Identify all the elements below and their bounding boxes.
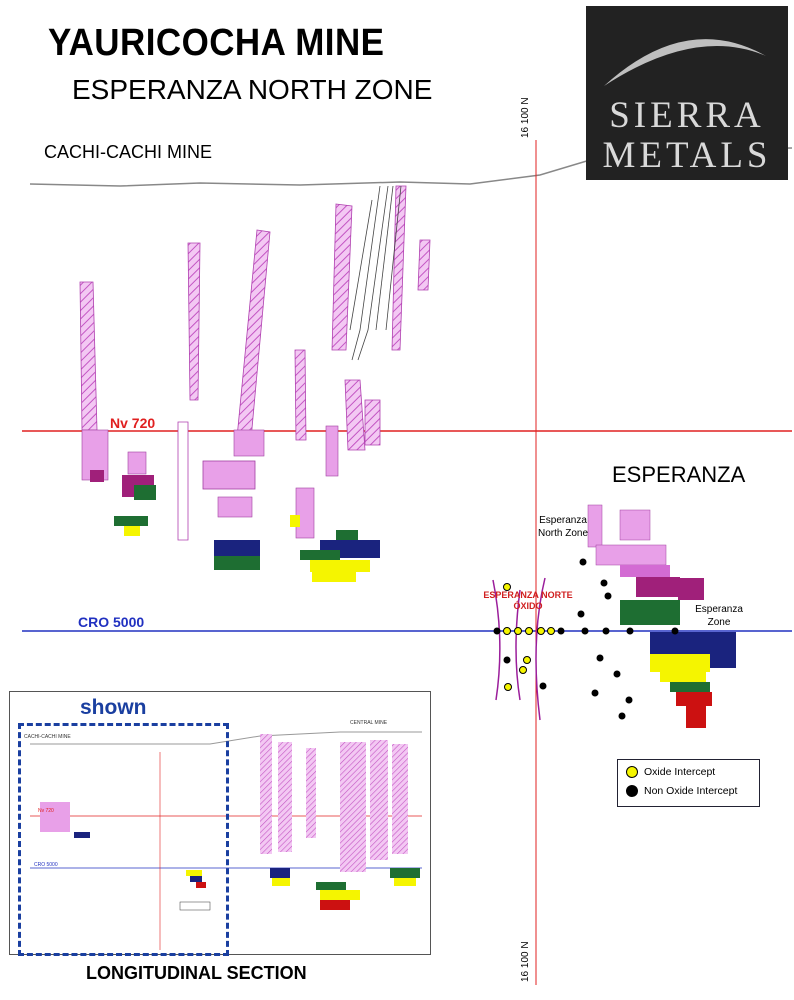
inset-cachi-label: CACHI-CACHI MINE xyxy=(24,734,71,740)
legend-item-non-oxide: Non Oxide Intercept xyxy=(626,785,737,797)
inset-drawing xyxy=(30,731,422,950)
orebody-blocks-esperanza xyxy=(587,504,736,728)
inset-central-label: CENTRAL MINE xyxy=(350,720,388,726)
mine-workings xyxy=(349,185,402,361)
longitudinal-inset: CACHI-CACHI MINE CENTRAL MINE Nv 720 CRO… xyxy=(9,691,431,955)
orebody-hatched xyxy=(331,203,353,351)
non-oxide-dot-icon xyxy=(626,785,638,797)
non-oxide-intercepts xyxy=(493,558,679,720)
orebody-hatched xyxy=(235,229,271,451)
orebody-hatched xyxy=(187,242,201,401)
nv720-label: Nv 720 xyxy=(110,415,156,431)
legend-oxide-label: Oxide Intercept xyxy=(644,766,716,778)
sierra-metals-logo: SIERRA METALS xyxy=(586,6,788,180)
longitudinal-section-label: LONGITUDINAL SECTION xyxy=(86,963,307,983)
logo-line1: SIERRA xyxy=(609,95,765,136)
legend-non-oxide-label: Non Oxide Intercept xyxy=(644,785,738,797)
orebody-hatched xyxy=(177,421,189,541)
esperanza-norte-oxido-label: ESPERANZA NORTE ÓXIDO xyxy=(483,590,573,611)
orebody-hatched-group xyxy=(79,185,431,541)
legend: Oxide Intercept Non Oxide Intercept xyxy=(617,759,760,807)
esperanza-north-zone-label: Esperanza North Zone xyxy=(537,515,589,539)
cachi-cachi-label: CACHI-CACHI MINE xyxy=(44,142,213,162)
orebody-hatched xyxy=(79,281,98,431)
northing-bottom-label: 16 100 N xyxy=(520,941,531,982)
inset-nv720-label: Nv 720 xyxy=(38,808,54,814)
page-title: YAURICOCHA MINE xyxy=(48,22,385,64)
page-subtitle: ESPERANZA NORTH ZONE xyxy=(72,74,433,105)
shown-area-box xyxy=(18,723,229,956)
legend-item-oxide: Oxide Intercept xyxy=(626,766,715,778)
orebody-blocks-left xyxy=(81,425,380,582)
esperanza-label: ESPERANZA xyxy=(612,462,746,487)
orebody-hatched xyxy=(364,399,381,446)
esperanza-zone-label: Esperanza Zone xyxy=(695,604,743,628)
oxide-intercepts xyxy=(503,583,555,691)
orebody-hatched xyxy=(417,239,431,291)
orebody-hatched xyxy=(294,349,307,441)
mountain-logo-icon xyxy=(604,39,766,86)
inset-cro5000-label: CRO 5000 xyxy=(34,862,58,868)
orebody-hatched xyxy=(391,185,407,351)
cro5000-label: CRO 5000 xyxy=(78,614,145,630)
shown-label: shown xyxy=(80,696,147,719)
oxido-drill-traces xyxy=(492,577,546,721)
logo-line2: METALS xyxy=(602,135,772,176)
northing-top-label: 16 100 N xyxy=(520,97,531,138)
orebody-hatched xyxy=(344,379,366,451)
oxide-dot-icon xyxy=(626,766,638,778)
